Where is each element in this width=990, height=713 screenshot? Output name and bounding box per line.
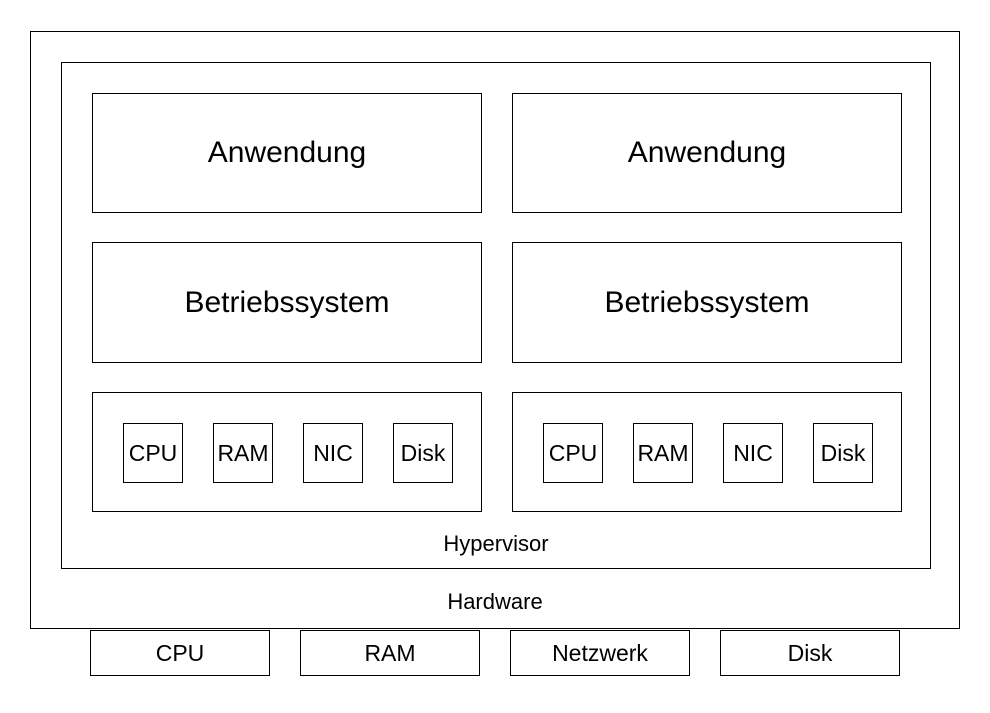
hypervisor-box: Anwendung Anwendung Betriebssystem Betri… — [61, 62, 931, 569]
operating-system-box-vm2: Betriebssystem — [512, 242, 902, 363]
hypervisor-label: Hypervisor — [443, 531, 549, 556]
virtual-disk-box-vm2: Disk — [813, 423, 873, 483]
hardware-label: Hardware — [447, 588, 543, 614]
application-box-vm2: Anwendung — [512, 93, 902, 213]
virtual-cpu-label-vm2: CPU — [548, 439, 598, 466]
virtual-disk-label-vm1: Disk — [400, 439, 446, 466]
operating-system-label-vm2: Betriebssystem — [604, 285, 810, 319]
virtual-ram-label-vm2: RAM — [637, 439, 689, 466]
virtual-hardware-box-vm2: CPU RAM NIC Disk — [512, 392, 902, 512]
physical-disk-label: Disk — [787, 639, 833, 666]
application-box-vm1: Anwendung — [92, 93, 482, 213]
application-label-vm1: Anwendung — [207, 136, 367, 169]
operating-system-label-vm1: Betriebssystem — [184, 285, 390, 319]
physical-disk-box: Disk — [720, 630, 900, 676]
virtual-hardware-box-vm1: CPU RAM NIC Disk — [92, 392, 482, 512]
physical-ram-label: RAM — [364, 639, 416, 666]
virtual-cpu-label-vm1: CPU — [128, 439, 178, 466]
physical-cpu-label: CPU — [155, 639, 205, 666]
physical-ram-box: RAM — [300, 630, 480, 676]
virtual-nic-label-vm2: NIC — [733, 439, 773, 466]
virtual-cpu-box-vm1: CPU — [123, 423, 183, 483]
virtual-disk-label-vm2: Disk — [820, 439, 866, 466]
physical-network-label: Netzwerk — [552, 639, 648, 666]
physical-network-box: Netzwerk — [510, 630, 690, 676]
virtual-ram-box-vm2: RAM — [633, 423, 693, 483]
virtual-nic-box-vm2: NIC — [723, 423, 783, 483]
application-label-vm2: Anwendung — [627, 136, 787, 169]
virtual-disk-box-vm1: Disk — [393, 423, 453, 483]
hardware-box: Anwendung Anwendung Betriebssystem Betri… — [30, 31, 960, 629]
virtual-ram-label-vm1: RAM — [217, 439, 269, 466]
virtual-nic-box-vm1: NIC — [303, 423, 363, 483]
virtual-nic-label-vm1: NIC — [313, 439, 353, 466]
virtual-ram-box-vm1: RAM — [213, 423, 273, 483]
physical-cpu-box: CPU — [90, 630, 270, 676]
operating-system-box-vm1: Betriebssystem — [92, 242, 482, 363]
virtual-cpu-box-vm2: CPU — [543, 423, 603, 483]
